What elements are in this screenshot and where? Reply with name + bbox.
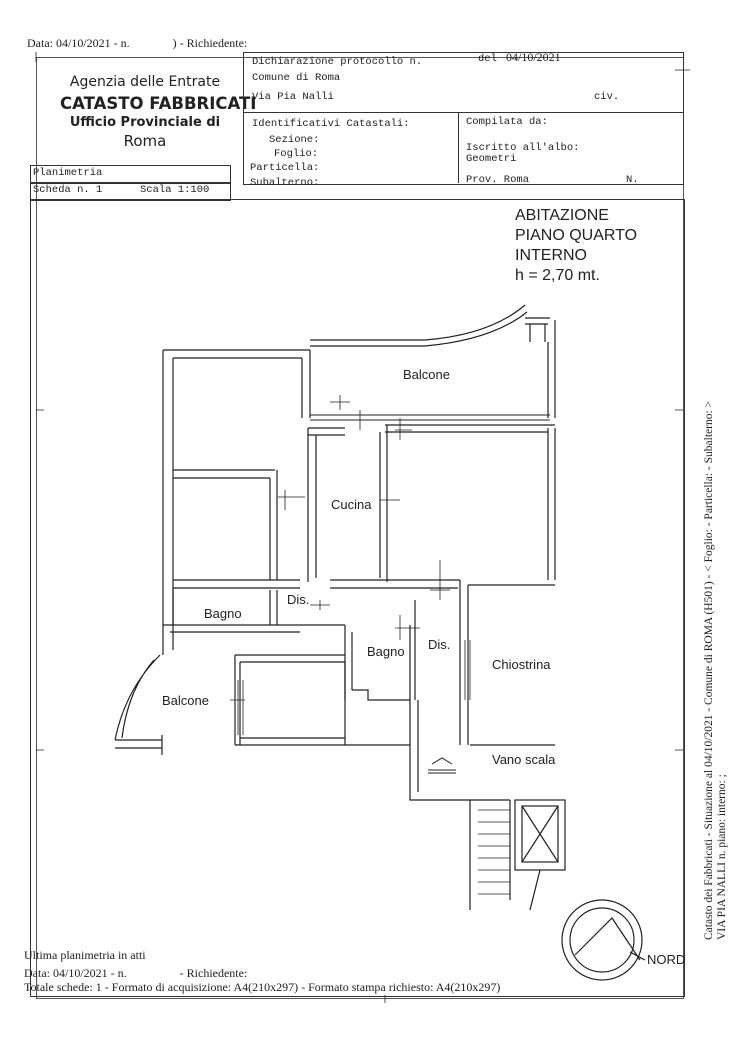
agency-office: Ufficio Provinciale di <box>69 115 221 130</box>
top-requester: ) - Richiedente: <box>172 36 248 50</box>
outer-frame <box>36 57 684 999</box>
planimetria-box <box>30 165 231 184</box>
room-bagno-1: Bagno <box>204 606 242 621</box>
room-vano-scala: Vano scala <box>492 752 556 767</box>
north-label: NORD <box>647 952 686 967</box>
particella: Particella: <box>250 162 320 174</box>
identificativi: Identificativi Catastali: <box>252 118 410 130</box>
geometri: Geometri <box>466 153 517 165</box>
subalterno: Subalterno: <box>250 177 320 189</box>
header-divider <box>243 112 683 113</box>
iscritto: Iscritto all'albo: <box>466 142 580 154</box>
unit-height: h = 2,70 mt. <box>515 267 600 284</box>
protocol-label: Dichiarazione protocollo n. <box>252 56 423 68</box>
room-balcone-left: Balcone <box>162 693 209 708</box>
side-text-line2: VIA PIA NALLI n. piano: interno: ; <box>716 774 728 940</box>
top-date-line: Data: 04/10/2021 - n. ) - Richiedente: <box>27 36 247 51</box>
agency-dept: CATASTO FABBRICATI <box>60 94 257 113</box>
civ: civ. <box>594 91 620 103</box>
sheet-scale: Scala 1:100 <box>140 184 210 196</box>
unit-info: ABITAZIONE PIANO QUARTO INTERNO h = 2,70… <box>515 206 637 286</box>
sheet-type: Planimetria <box>33 167 103 179</box>
footer-date: Data: 04/10/2021 - n. <box>24 966 127 980</box>
room-chiostrina: Chiostrina <box>492 657 551 672</box>
side-text-line1: Catasto dei Fabbricati - Situazione al 0… <box>703 400 715 940</box>
unit-type: ABITAZIONE <box>515 207 609 224</box>
prov: Prov. Roma <box>466 174 530 186</box>
room-cucina: Cucina <box>331 497 372 512</box>
top-date: Data: 04/10/2021 - n. <box>27 36 130 50</box>
sheet-number: Scheda n. 1 <box>33 184 103 196</box>
scheda-box <box>30 182 231 201</box>
header-vdivider <box>458 112 459 183</box>
footer-requester: - Richiedente: <box>179 966 248 980</box>
via: Via Pia Nalli <box>252 91 334 103</box>
agency-city: Roma <box>123 132 167 150</box>
del-date: 04/10/2021 <box>506 50 561 64</box>
drawing-box <box>30 199 685 997</box>
sezione: Sezione: <box>269 134 320 146</box>
room-dis-1: Dis. <box>287 592 310 607</box>
footer-ultima: Ultima planimetria in atti <box>24 948 146 962</box>
footer-totale: Totale schede: 1 - Formato di acquisizio… <box>24 980 501 994</box>
room-bagno-2: Bagno <box>367 644 405 659</box>
foglio: Foglio: <box>274 148 319 160</box>
side-text: Catasto dei Fabbricati - Situazione al 0… <box>703 401 729 940</box>
agency-name: Agenzia delle Entrate <box>69 74 221 90</box>
header-box <box>243 52 684 185</box>
agency-block: Agenzia delle Entrate CATASTO FABBRICATI… <box>60 74 257 150</box>
room-dis-2: Dis. <box>428 637 451 652</box>
comune: Comune di Roma <box>252 72 341 84</box>
del-label: del <box>478 53 497 65</box>
unit-floor: PIANO QUARTO <box>515 227 638 244</box>
compilata: Compilata da: <box>466 116 548 128</box>
n-label: N. <box>626 174 639 186</box>
unit-interno: INTERNO <box>515 247 587 264</box>
footer-date-line: Data: 04/10/2021 - n. - Richiedente: <box>24 966 247 981</box>
room-balcone-top: Balcone <box>403 367 450 382</box>
